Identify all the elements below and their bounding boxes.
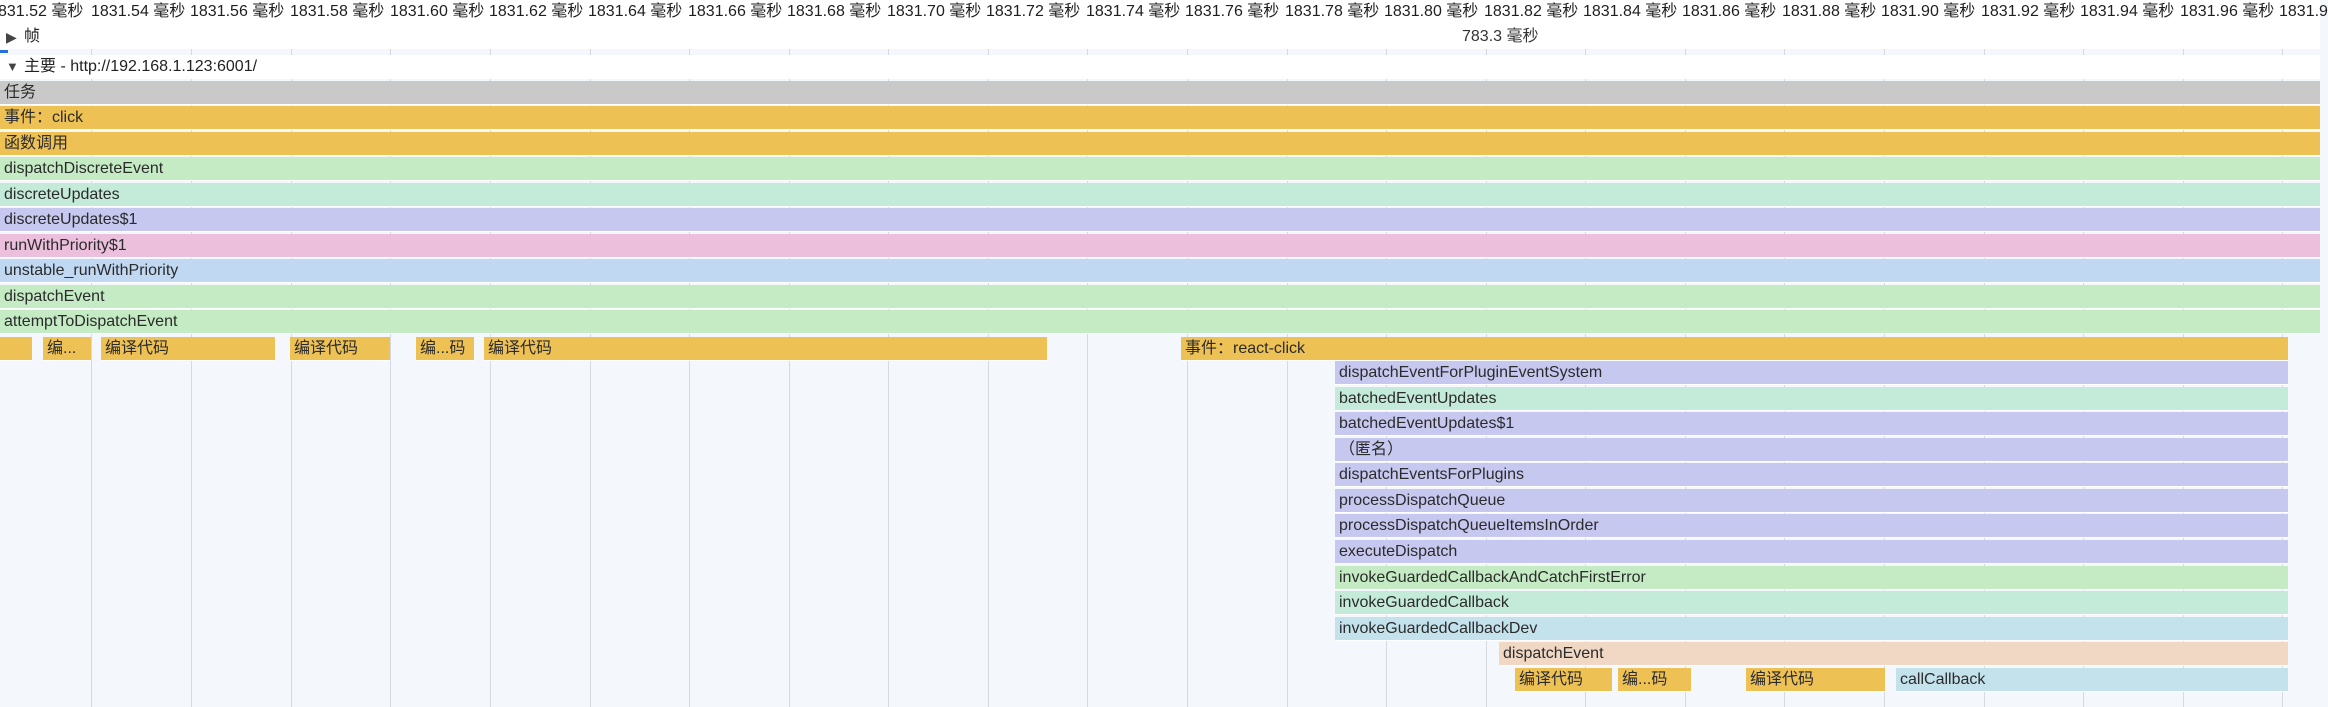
time-tick-label: 1831.68 毫秒 — [787, 3, 882, 20]
time-tick-label: 1831.86 毫秒 — [1682, 3, 1777, 20]
flame-bar[interactable]: 编译代码 — [1515, 668, 1612, 692]
flame-bar[interactable]: dispatchEventForPluginEventSystem — [1335, 361, 2288, 385]
time-tick-label: 1831.96 毫秒 — [2180, 3, 2275, 20]
flame-bar[interactable]: 事件：react-click — [1181, 337, 2288, 361]
main-thread-track-header[interactable]: ▼ 主要 - http://192.168.1.123:6001/ — [0, 55, 2320, 79]
time-tick-label: 1831.9 — [2279, 3, 2328, 20]
collapse-arrow-icon[interactable]: ▼ — [6, 59, 19, 74]
time-tick-label: 831.52 毫秒 — [0, 3, 84, 20]
time-tick-label: 1831.80 毫秒 — [1384, 3, 1479, 20]
flame-bar[interactable]: 函数调用 — [0, 132, 2320, 156]
flame-bar[interactable]: discreteUpdates$1 — [0, 208, 2320, 232]
flame-bar[interactable]: discreteUpdates — [0, 183, 2320, 207]
time-tick-label: 1831.78 毫秒 — [1285, 3, 1380, 20]
flame-bar[interactable]: runWithPriority$1 — [0, 234, 2320, 258]
flame-bar[interactable]: 任务 — [0, 81, 2320, 105]
flame-bar[interactable]: processDispatchQueueItemsInOrder — [1335, 514, 2288, 538]
time-tick-label: 1831.56 毫秒 — [190, 3, 285, 20]
time-tick-label: 1831.74 毫秒 — [1086, 3, 1181, 20]
flame-bar[interactable]: invokeGuardedCallbackAndCatchFirstError — [1335, 566, 2288, 590]
main-thread-label: 主要 - http://192.168.1.123:6001/ — [24, 58, 258, 75]
flame-bar[interactable]: dispatchEventsForPlugins — [1335, 463, 2288, 487]
time-tick-label: 1831.90 毫秒 — [1881, 3, 1976, 20]
frame-duration-label: 783.3 毫秒 — [1462, 28, 1539, 45]
focus-indicator — [0, 50, 8, 53]
flame-bar[interactable]: attemptToDispatchEvent — [0, 310, 2320, 334]
flame-bar[interactable] — [0, 337, 32, 361]
time-tick-label: 1831.64 毫秒 — [588, 3, 683, 20]
flame-bar[interactable]: 编译代码 — [484, 337, 1047, 361]
flame-bar[interactable]: callCallback — [1896, 668, 2288, 692]
time-tick-label: 1831.62 毫秒 — [489, 3, 584, 20]
flame-bar[interactable]: invokeGuardedCallback — [1335, 591, 2288, 615]
frames-track-label: 帧 — [24, 28, 41, 45]
flame-bar[interactable]: invokeGuardedCallbackDev — [1335, 617, 2288, 641]
time-tick-label: 1831.92 毫秒 — [1981, 3, 2076, 20]
time-tick-label: 1831.84 毫秒 — [1583, 3, 1678, 20]
time-tick-label: 1831.60 毫秒 — [390, 3, 485, 20]
flame-bar[interactable]: （匿名） — [1335, 438, 2288, 462]
time-tick-label: 1831.76 毫秒 — [1185, 3, 1280, 20]
flame-bar[interactable]: 编...码 — [416, 337, 474, 361]
flame-bar[interactable]: executeDispatch — [1335, 540, 2288, 564]
time-tick-label: 1831.72 毫秒 — [986, 3, 1081, 20]
flame-bar[interactable]: dispatchEvent — [0, 285, 2320, 309]
flame-bar[interactable]: 编译代码 — [101, 337, 275, 361]
flame-bar[interactable]: batchedEventUpdates — [1335, 387, 2288, 411]
flame-bar[interactable]: 编译代码 — [1746, 668, 1885, 692]
frames-track-header[interactable]: ▶ 帧 783.3 毫秒 — [0, 25, 2320, 49]
time-tick-label: 1831.94 毫秒 — [2080, 3, 2175, 20]
flame-bar[interactable]: unstable_runWithPriority — [0, 259, 2320, 283]
time-tick-label: 1831.70 毫秒 — [887, 3, 982, 20]
flame-bar[interactable]: dispatchEvent — [1499, 642, 2288, 666]
flame-bar[interactable]: 编译代码 — [290, 337, 390, 361]
flame-bar[interactable]: 编... — [43, 337, 91, 361]
flame-bar[interactable]: 编...码 — [1618, 668, 1691, 692]
time-tick-label: 1831.82 毫秒 — [1484, 3, 1579, 20]
time-tick-label: 1831.58 毫秒 — [290, 3, 385, 20]
flame-bar[interactable]: 事件：click — [0, 106, 2320, 130]
time-tick-label: 1831.54 毫秒 — [91, 3, 186, 20]
time-tick-label: 1831.66 毫秒 — [688, 3, 783, 20]
flame-bar[interactable]: dispatchDiscreteEvent — [0, 157, 2320, 181]
time-tick-label: 1831.88 毫秒 — [1782, 3, 1877, 20]
expand-arrow-icon[interactable]: ▶ — [6, 29, 17, 45]
flame-bar[interactable]: processDispatchQueue — [1335, 489, 2288, 513]
flame-bar[interactable]: batchedEventUpdates$1 — [1335, 412, 2288, 436]
